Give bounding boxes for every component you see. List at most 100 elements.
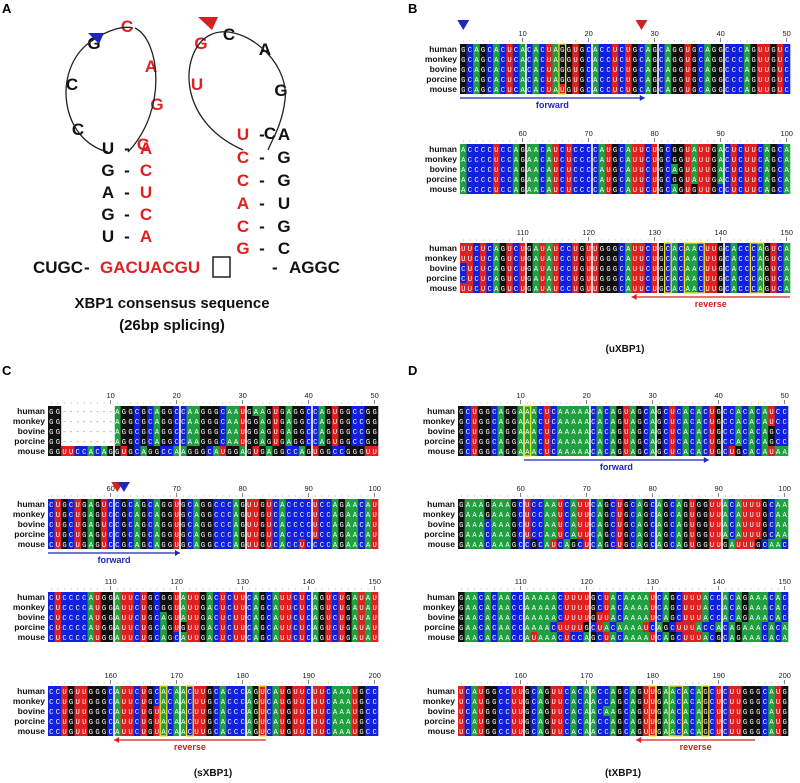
nt-letter: G <box>527 246 531 254</box>
nt-letter: U <box>624 429 628 437</box>
nt-letter: U <box>333 439 337 447</box>
nt-cell <box>219 529 227 539</box>
nt-letter: G <box>657 449 661 457</box>
nt-letter: G <box>161 429 165 437</box>
nt-letter: A <box>666 87 671 95</box>
nt-letter: C <box>679 256 684 264</box>
nt-cell <box>219 406 227 416</box>
nt-letter: C <box>148 512 153 520</box>
nt-cell <box>81 426 88 436</box>
nt-letter: C <box>732 47 737 55</box>
nt-cell <box>193 509 201 519</box>
nt-cell <box>737 273 745 283</box>
nt-cell <box>783 154 791 164</box>
nt-cell <box>285 592 293 602</box>
nt-cell <box>87 539 95 549</box>
tick-dot <box>581 40 583 42</box>
nt-letter: U <box>593 246 597 254</box>
nt-cell <box>486 253 494 263</box>
nt-cell <box>532 283 540 293</box>
nt-letter: U <box>554 167 558 175</box>
nt-letter: G <box>208 719 212 727</box>
nt-letter: C <box>620 147 625 155</box>
nt-letter: C <box>214 635 219 643</box>
nt-letter: C <box>587 67 592 75</box>
nt-cell <box>166 539 174 549</box>
tick-label: 20 <box>173 391 181 400</box>
nt-letter: G <box>719 276 723 284</box>
tick-dot <box>57 402 59 404</box>
nt-cell <box>180 519 187 529</box>
nt-letter: C <box>320 512 325 520</box>
nt-letter: A <box>499 512 504 520</box>
nt-letter: G <box>102 709 106 717</box>
nt-letter: G <box>208 502 212 510</box>
nt-letter: A <box>565 449 570 457</box>
nt-cell <box>611 84 619 94</box>
nt-cell <box>512 144 520 154</box>
nt-letter: G <box>712 177 716 185</box>
nt-letter: C <box>580 187 585 195</box>
tick-dot <box>639 495 640 497</box>
tick-dot <box>647 140 649 142</box>
nt-cell <box>87 436 95 446</box>
nt-cell <box>186 529 194 539</box>
nt-letter: C <box>664 439 669 447</box>
nt-cell <box>140 499 148 509</box>
nt-letter: G <box>346 635 350 643</box>
tick-dot <box>334 495 336 497</box>
tick-dot <box>621 40 623 42</box>
nt-letter: C <box>214 542 219 550</box>
species-label: porcine <box>426 74 457 84</box>
nt-cell <box>318 592 326 602</box>
nt-letter: C <box>326 522 331 530</box>
nt-letter: U <box>593 256 597 264</box>
nt-letter: U <box>699 147 703 155</box>
nt-cell <box>658 84 665 94</box>
nt-cell <box>114 436 121 446</box>
nt-cell <box>618 84 626 94</box>
nt-cell <box>684 253 692 263</box>
nt-letter: C <box>188 542 193 550</box>
tick-dot <box>753 140 755 142</box>
nt-cell <box>783 273 791 283</box>
nt-cell <box>54 519 62 529</box>
nt-letter: A <box>534 286 539 294</box>
nt-cell <box>272 539 280 549</box>
nt-letter: C <box>679 276 684 284</box>
nt-letter: U <box>756 502 760 510</box>
nt-letter: C <box>540 147 545 155</box>
nt-letter: C <box>241 689 246 697</box>
nt-letter: C <box>326 542 331 550</box>
nt-cell <box>460 84 467 94</box>
nt-letter: A <box>677 522 682 530</box>
nt-letter: A <box>274 689 279 697</box>
nt-letter: C <box>538 449 543 457</box>
nt-letter: C <box>783 409 788 417</box>
nt-cell <box>160 436 168 446</box>
nt-cell <box>526 243 533 253</box>
nt-cell <box>493 154 500 164</box>
tick-dot <box>469 239 471 241</box>
nt-letter: C <box>300 522 305 530</box>
nt-cell <box>265 592 273 602</box>
nt-cell <box>724 64 731 74</box>
nt-cell <box>67 592 75 602</box>
tick-dot <box>57 682 59 684</box>
nt-cell <box>292 499 300 509</box>
nt-cell <box>532 243 540 253</box>
nt-letter: U <box>554 286 558 294</box>
nt-letter: C <box>679 246 684 254</box>
nt-cell <box>206 592 214 602</box>
tick-dot <box>693 140 695 142</box>
nt-cell <box>351 529 359 539</box>
nt-letter: G <box>168 522 172 530</box>
nt-letter: A <box>214 449 219 457</box>
nt-cell <box>519 144 527 154</box>
nt-cell <box>279 426 286 436</box>
nt-letter: A <box>611 449 616 457</box>
tick-dot <box>619 402 621 404</box>
nt-letter: U <box>267 542 271 550</box>
nt-letter: G <box>181 542 185 550</box>
tick-dot <box>528 239 530 241</box>
